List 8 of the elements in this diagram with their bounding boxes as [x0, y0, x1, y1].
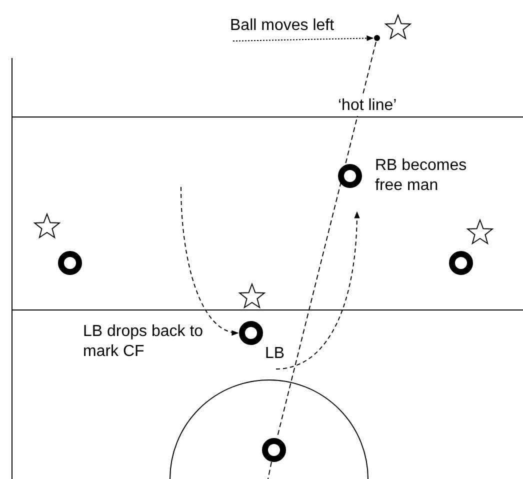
note-text: LB drops back to mark CF [83, 322, 204, 362]
player-caption: RB becomes free man [375, 156, 468, 196]
arrow [180, 186, 239, 335]
arrow [232, 35, 374, 42]
edge-label: ‘hot line’ [338, 96, 397, 116]
player-caption: LB [265, 344, 286, 364]
dashed-line [276, 41, 376, 438]
note-text: Ball moves left [230, 16, 334, 36]
